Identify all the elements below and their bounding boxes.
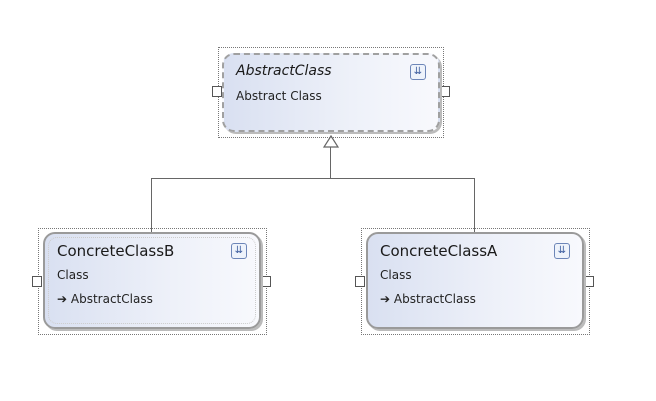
arrow-right-icon: ➔ [57,292,71,306]
arrow-right-icon: ➔ [380,292,394,306]
inheritance-arrow-icon [323,135,339,148]
class-shape-concreteclassb[interactable]: ConcreteClassB Class ➔ AbstractClass ⇊ [43,232,261,329]
inheritance-line-a [474,178,475,233]
inheritance-line-vertical [330,147,331,179]
connector-port-left[interactable] [212,86,222,97]
class-name: AbstractClass [236,63,332,79]
connector-port-left[interactable] [355,276,365,287]
base-class: AbstractClass [70,292,153,306]
class-shape-abstractclass[interactable]: AbstractClass Abstract Class ⇊ [222,53,440,132]
class-name: ConcreteClassA [380,242,498,260]
base-class: AbstractClass [393,292,476,306]
class-kind: Class [57,268,89,282]
connector-port-left[interactable] [32,276,42,287]
class-kind: Abstract Class [236,89,322,103]
double-chevron-down-icon[interactable]: ⇊ [410,64,426,80]
inheritance-line-horizontal [151,178,475,179]
inheritance-line-b [151,178,152,233]
connector-port-right[interactable] [584,276,594,287]
class-name: ConcreteClassB [57,242,175,260]
selection-outline [48,237,256,324]
double-chevron-down-icon[interactable]: ⇊ [231,243,247,259]
class-shape-concreteclassa[interactable]: ConcreteClassA Class ➔ AbstractClass ⇊ [366,232,584,329]
connector-port-right[interactable] [440,86,450,97]
connector-port-right[interactable] [261,276,271,287]
class-kind: Class [380,268,412,282]
double-chevron-down-icon[interactable]: ⇊ [554,243,570,259]
